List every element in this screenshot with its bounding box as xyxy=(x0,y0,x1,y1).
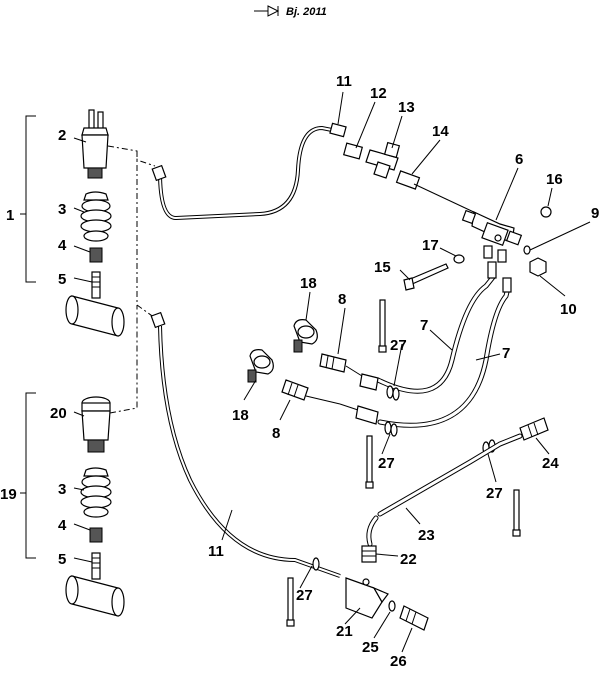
label-7-upper: 7 xyxy=(420,317,428,334)
label-3-upper: 3 xyxy=(58,201,66,218)
label-6: 6 xyxy=(515,151,523,168)
label-17: 17 xyxy=(422,237,439,254)
fitting-8-upper xyxy=(319,353,379,391)
label-20: 20 xyxy=(50,405,67,422)
header-text: Bj. 2011 xyxy=(286,6,327,18)
adapter-14 xyxy=(395,170,421,190)
label-27-d: 27 xyxy=(296,587,313,604)
label-9: 9 xyxy=(591,205,599,222)
label-24: 24 xyxy=(542,455,559,472)
label-19: 19 xyxy=(0,486,17,503)
hose-23 xyxy=(366,433,523,547)
distributor-block-6 xyxy=(461,209,523,263)
label-5-upper: 5 xyxy=(58,271,66,288)
fitting-22 xyxy=(361,545,377,563)
tee-5-lower xyxy=(65,552,125,617)
label-5-lower: 5 xyxy=(58,551,66,568)
label-1: 1 xyxy=(6,207,14,224)
label-27-a: 27 xyxy=(390,337,407,354)
washer-25 xyxy=(388,600,396,612)
nut-10 xyxy=(529,257,547,277)
label-15: 15 xyxy=(374,259,391,276)
fitting-8-lower xyxy=(281,379,379,425)
label-14: 14 xyxy=(432,123,449,140)
label-22: 22 xyxy=(400,551,417,568)
pressure-switch-2 xyxy=(81,109,109,179)
fitting-24 xyxy=(519,417,549,441)
leader-lines xyxy=(73,91,591,653)
label-10: 10 xyxy=(560,301,577,318)
tie-rings xyxy=(312,385,496,571)
cable-tie-27-b xyxy=(365,435,374,489)
rubber-boot-3-upper xyxy=(80,191,112,242)
label-18-lower: 18 xyxy=(232,407,249,424)
label-4-lower: 4 xyxy=(58,517,67,534)
label-13: 13 xyxy=(398,99,415,116)
label-16: 16 xyxy=(546,171,563,188)
nut-4-upper xyxy=(89,247,103,263)
rubber-boot-3-lower xyxy=(80,467,112,518)
nut-16 xyxy=(540,206,552,218)
label-27-c: 27 xyxy=(486,485,503,502)
part-number-labels: 1 2 3 4 5 20 19 3 4 5 11 12 13 14 6 16 9… xyxy=(0,73,599,670)
reference-line-center xyxy=(136,151,156,319)
model-year-header: Bj. 2011 xyxy=(254,5,327,18)
label-26: 26 xyxy=(390,653,407,670)
pressure-switch-20 xyxy=(81,396,111,453)
bleeder-18-lower xyxy=(247,349,274,383)
nut-4-lower xyxy=(89,527,103,543)
label-18-upper: 18 xyxy=(300,275,317,292)
reference-line-lower xyxy=(109,305,138,414)
label-8-lower: 8 xyxy=(272,425,280,442)
label-12: 12 xyxy=(370,85,387,102)
washer-9 xyxy=(523,245,531,255)
cable-tie-27-a xyxy=(378,299,387,353)
bolt-15 xyxy=(403,263,449,291)
label-23: 23 xyxy=(418,527,435,544)
label-11-lower: 11 xyxy=(208,543,224,560)
label-25: 25 xyxy=(362,639,379,656)
brake-line-11-upper xyxy=(151,122,347,221)
label-2: 2 xyxy=(58,127,66,144)
brake-line-11-lower xyxy=(150,311,341,578)
tee-5-upper xyxy=(65,271,125,337)
reference-line-upper xyxy=(107,145,156,167)
bleeder-18-upper xyxy=(293,319,318,353)
group-19-bracket xyxy=(20,392,36,559)
label-7-lower: 7 xyxy=(502,345,510,362)
cable-tie-27-c xyxy=(512,489,521,537)
distributor-21 xyxy=(345,577,389,619)
label-27-b: 27 xyxy=(378,455,395,472)
cable-tie-27-d xyxy=(286,577,295,627)
fitting-12 xyxy=(342,142,364,160)
label-3-lower: 3 xyxy=(58,481,66,498)
right-triangle-arrow-icon xyxy=(267,5,280,17)
hose-7-lower xyxy=(377,277,512,428)
label-21: 21 xyxy=(336,623,353,640)
label-11-upper: 11 xyxy=(336,73,352,90)
hose-7-upper xyxy=(375,261,497,394)
washer-17 xyxy=(453,254,465,264)
label-8-upper: 8 xyxy=(338,291,346,308)
tee-fitting-13 xyxy=(365,141,401,179)
fitting-26 xyxy=(399,605,429,631)
label-4-upper: 4 xyxy=(58,237,67,254)
group-1-bracket xyxy=(20,115,36,283)
